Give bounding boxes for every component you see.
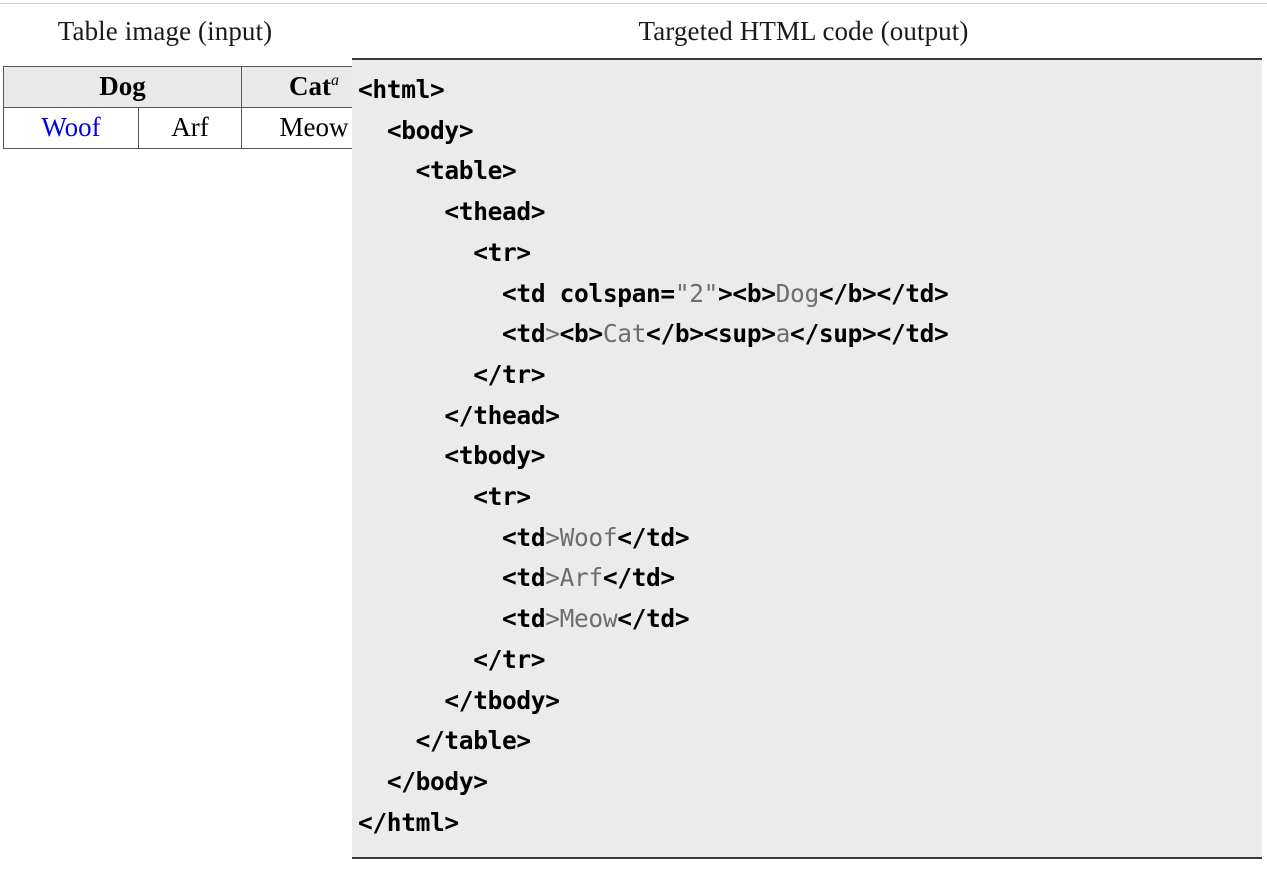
- code-line: </body>: [386, 766, 488, 796]
- header-cell-dog: Dog: [3, 66, 242, 108]
- code-block-bottom-rule: [352, 857, 1262, 859]
- code-line: <body>: [386, 115, 474, 145]
- right-panel-title: Targeted HTML code (output): [638, 16, 969, 46]
- header-cell-dog-label: Dog: [99, 71, 146, 101]
- code-line: </table>: [415, 726, 532, 756]
- table-row: Woof Arf Meow: [3, 107, 387, 149]
- demo-table-wrapper: Dog Cata Woof Arf Meow: [3, 66, 387, 149]
- code-line: <table>: [415, 156, 517, 186]
- code-line: <tbody>: [444, 441, 546, 471]
- code-line: <td>Arf</td>: [502, 563, 675, 593]
- demo-table-body: Woof Arf Meow: [3, 107, 387, 149]
- code-line: <tr>: [473, 237, 531, 267]
- code-line: <td colspan="2"><b>Dog</b></td>: [502, 278, 949, 308]
- code-line: <td>Woof</td>: [502, 522, 690, 552]
- cell-woof: Woof: [3, 107, 139, 149]
- demo-table: Dog Cata Woof Arf Meow: [3, 66, 387, 149]
- left-panel: Table image (input): [0, 14, 330, 48]
- code-block-top-rule: [352, 58, 1262, 60]
- footnote-marker-a: a: [331, 72, 339, 89]
- right-panel: Targeted HTML code (output) <html> <body…: [340, 14, 1267, 859]
- code-line: </tr>: [473, 359, 546, 389]
- code-line: <thead>: [444, 197, 546, 227]
- code-line: </thead>: [444, 400, 560, 430]
- code-line: <html>: [358, 75, 445, 104]
- left-panel-title: Table image (input): [57, 16, 273, 46]
- code-line: </html>: [358, 807, 459, 837]
- page-top-rule: [0, 3, 1267, 4]
- demo-table-head: Dog Cata: [3, 66, 387, 108]
- code-line: <td>Meow</td>: [502, 604, 690, 634]
- header-cell-cat-label: Cat: [289, 71, 331, 101]
- code-line: </tbody>: [444, 685, 560, 715]
- code-listing: <html> <body> <table> <thead> <tr> <td c…: [352, 60, 1262, 857]
- code-line: <td><b>Cat</b><sup>a</sup></td>: [502, 319, 949, 349]
- table-header-row: Dog Cata: [3, 66, 387, 108]
- code-line: </tr>: [473, 644, 546, 674]
- cell-arf: Arf: [138, 107, 242, 149]
- code-line: <tr>: [473, 482, 531, 512]
